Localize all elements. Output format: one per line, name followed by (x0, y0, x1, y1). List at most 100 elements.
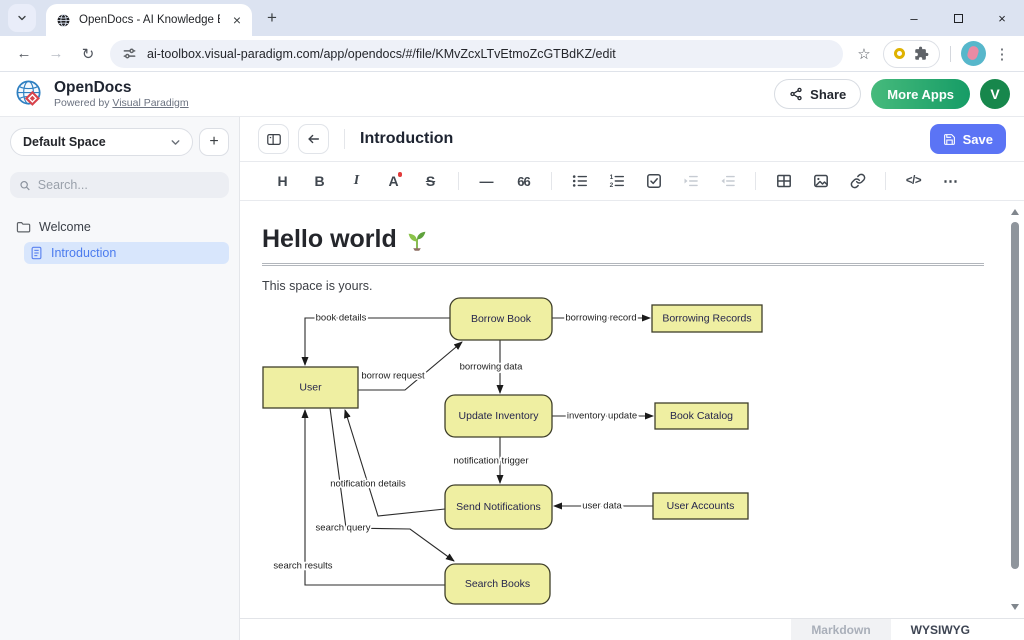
new-tab-button[interactable]: + (258, 4, 286, 32)
horizontal-rule-button[interactable]: — (473, 168, 500, 194)
svg-text:2: 2 (609, 182, 613, 189)
browser-tab[interactable]: OpenDocs - AI Knowledge Base × (46, 4, 252, 36)
window-maximize-button[interactable] (936, 0, 980, 36)
toggle-sidebar-button[interactable] (258, 124, 289, 154)
chevron-down-icon (18, 15, 26, 21)
bullet-list-button[interactable] (566, 168, 593, 194)
share-button[interactable]: Share (774, 79, 862, 109)
doc-heading-text: Hello world (262, 225, 397, 253)
add-space-button[interactable]: + (199, 128, 229, 156)
node-label-update-inventory: Update Inventory (459, 410, 540, 422)
edge-label-search-results: search results (273, 561, 332, 572)
sidebar-item-introduction[interactable]: Introduction (24, 242, 229, 264)
divider (885, 172, 886, 190)
node-label-search-books: Search Books (465, 578, 530, 590)
tab-wysiwyg[interactable]: WYSIWYG (890, 619, 990, 640)
app-brand: OpenDocs Powered by Visual Paradigm (14, 79, 189, 110)
heading-button[interactable]: H (269, 168, 296, 194)
table-icon (776, 174, 791, 188)
window-minimize-button[interactable]: – (892, 0, 936, 36)
save-button[interactable]: Save (929, 124, 1006, 154)
tab-title: OpenDocs - AI Knowledge Base (79, 14, 220, 26)
space-selector[interactable]: Default Space (10, 128, 193, 156)
italic-button[interactable]: I (343, 168, 370, 194)
powered-by-text: Powered by (54, 96, 113, 109)
arrow-left-icon (308, 134, 320, 144)
bold-icon: B (314, 173, 325, 189)
globe-favicon-icon (57, 13, 70, 27)
tab-markdown[interactable]: Markdown (791, 619, 891, 640)
back-to-docs-button[interactable] (298, 124, 329, 154)
reload-button[interactable]: ↻ (74, 40, 102, 68)
save-label: Save (962, 131, 993, 147)
browser-toolbar: ← → ↻ ai-toolbox.visual-paradigm.com/app… (0, 36, 1024, 72)
share-icon (790, 87, 802, 101)
code-icon: </> (905, 175, 922, 187)
code-block-button[interactable]: </> (900, 168, 927, 194)
toolbar-more-button[interactable]: ⋯ (937, 168, 964, 194)
edge-label-book-details: book details (316, 313, 367, 324)
back-button[interactable]: ← (10, 40, 38, 68)
strikethrough-button[interactable]: S (417, 168, 444, 194)
panel-left-icon (266, 133, 281, 145)
numbered-list-icon: 12 (609, 174, 624, 189)
search-icon (20, 180, 30, 190)
visual-paradigm-link[interactable]: Visual Paradigm (112, 96, 189, 109)
sidebar-item-welcome[interactable]: Welcome (10, 216, 229, 238)
folder-icon (16, 222, 31, 233)
heading-icon: H (277, 173, 288, 189)
node-user-accounts (652, 492, 749, 520)
header-actions: Share More Apps V (774, 79, 1010, 109)
window-close-button[interactable]: × (980, 0, 1024, 36)
forward-button[interactable]: → (42, 40, 70, 68)
bold-button[interactable]: B (306, 168, 333, 194)
edge-search-results (301, 409, 445, 586)
tab-close-button[interactable]: × (228, 11, 246, 29)
link-icon (850, 173, 865, 189)
extensions-button[interactable] (914, 46, 929, 61)
doc-content[interactable]: Hello world This space is yours. (240, 201, 1024, 618)
edge-label-borrowing-record: borrowing record (565, 313, 636, 324)
bookmark-star-button[interactable]: ☆ (851, 45, 877, 63)
address-bar[interactable]: ai-toolbox.visual-paradigm.com/app/opend… (110, 39, 843, 68)
outdent-button[interactable] (714, 168, 741, 194)
divider (755, 172, 756, 190)
sidebar-search[interactable] (10, 172, 229, 198)
toolbar-separator (950, 45, 951, 62)
user-avatar[interactable]: V (980, 79, 1010, 109)
browser-profile-avatar[interactable] (961, 41, 986, 66)
image-icon (813, 174, 828, 188)
blockquote-button[interactable]: 66 (510, 168, 537, 194)
scrollbar-thumb[interactable] (1011, 222, 1019, 569)
tab-search-button[interactable] (8, 4, 36, 32)
browser-menu-button[interactable]: ⋮ (990, 45, 1014, 63)
search-input[interactable] (37, 178, 220, 192)
scroll-up-arrow-icon[interactable] (1011, 209, 1019, 215)
indent-button[interactable] (677, 168, 704, 194)
blockquote-icon: 66 (517, 173, 531, 189)
profile-image (966, 44, 980, 62)
task-list-button[interactable] (640, 168, 667, 194)
edge-label-inventory-update: inventory update (567, 411, 637, 422)
scroll-down-arrow-icon[interactable] (1011, 604, 1019, 610)
node-book-catalog (654, 402, 749, 430)
image-button[interactable] (807, 168, 834, 194)
outdent-icon (721, 175, 735, 187)
edge-label-borrow-request: borrow request (361, 371, 425, 382)
save-icon (943, 133, 955, 145)
extension-ring-button[interactable] (894, 48, 905, 59)
text-color-button[interactable]: A (380, 168, 407, 194)
sidebar: Default Space + Welcome Introduction (0, 117, 240, 640)
table-button[interactable] (770, 168, 797, 194)
editor-scrollbar[interactable] (1010, 205, 1021, 614)
doc-tree: Welcome Introduction (10, 216, 229, 264)
link-button[interactable] (844, 168, 871, 194)
divider (458, 172, 459, 190)
edge-book-details (301, 317, 450, 366)
divider (344, 129, 345, 149)
maximize-icon (953, 13, 963, 23)
more-apps-button[interactable]: More Apps (871, 79, 970, 109)
edge-label-search-query: search query (316, 523, 371, 534)
